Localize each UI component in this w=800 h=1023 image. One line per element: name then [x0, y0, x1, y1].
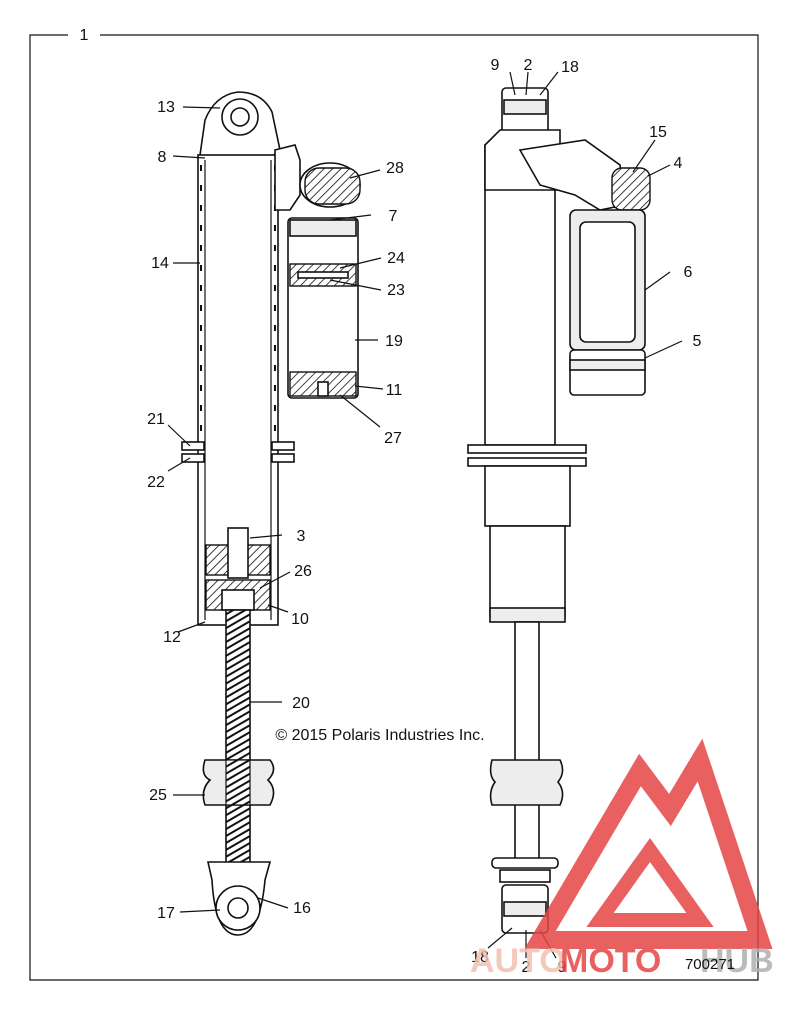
callout-5: 5	[693, 333, 702, 350]
callout-27: 27	[384, 430, 402, 447]
cutaway-shock-illustration	[181, 91, 361, 936]
callout-18-top: 18	[561, 59, 579, 76]
frame-label: 1	[80, 27, 89, 44]
callout-22: 22	[147, 474, 165, 491]
callout-15: 15	[649, 124, 667, 141]
callout-26: 26	[294, 563, 312, 580]
external-shock-illustration	[467, 87, 651, 934]
copyright-notice: © 2015 Polaris Industries Inc.	[275, 727, 484, 744]
callout-7: 7	[389, 208, 398, 225]
diagram-frame: 1	[29, 27, 759, 981]
callout-10: 10	[291, 611, 309, 628]
callout-2-bottom: 2	[522, 959, 531, 976]
callout-28: 28	[386, 160, 404, 177]
callout-18-bottom: 18	[471, 949, 489, 966]
callout-4: 4	[674, 155, 683, 172]
watermark-text-moto: MOTO	[560, 942, 661, 980]
callout-21: 21	[147, 411, 165, 428]
callout-3: 3	[297, 528, 306, 545]
callout-11: 11	[386, 382, 403, 399]
callout-13: 13	[157, 99, 175, 116]
callout-6: 6	[684, 264, 693, 281]
callout-23: 23	[387, 282, 405, 299]
callout-14: 14	[151, 255, 169, 272]
callout-9-top: 9	[491, 57, 500, 74]
callout-19: 19	[385, 333, 403, 350]
callout-24: 24	[387, 250, 405, 267]
callout-25: 25	[149, 787, 167, 804]
callout-12: 12	[163, 629, 181, 646]
watermark-text-hub: HUB	[700, 942, 774, 980]
callout-16: 16	[293, 900, 311, 917]
callout-8: 8	[158, 149, 167, 166]
part-number: 700271	[685, 956, 735, 973]
callout-20: 20	[292, 695, 310, 712]
callout-2-top: 2	[524, 57, 533, 74]
callout-9-bottom: 9	[558, 959, 567, 976]
callout-labels: 13 8 28 7 14 24 23 19 11 27 21 22 3 26 1…	[147, 57, 701, 976]
callout-17: 17	[157, 905, 175, 922]
automotohub-watermark-logo: AUTO MOTO HUB	[470, 738, 774, 980]
watermark-text-auto: AUTO	[470, 942, 566, 980]
leader-lines	[167, 71, 683, 959]
